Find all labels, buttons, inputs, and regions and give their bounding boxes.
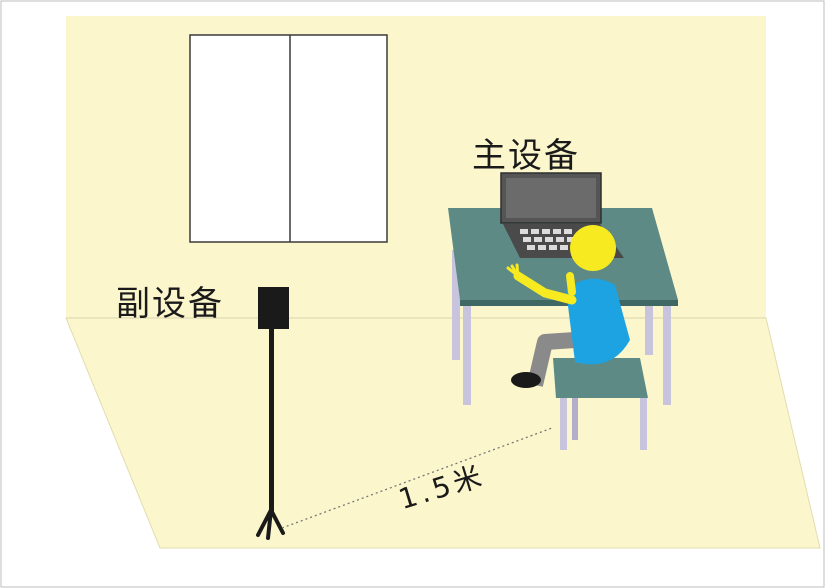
window xyxy=(189,34,388,243)
floor xyxy=(65,317,821,549)
sub-device xyxy=(258,287,289,329)
sub-device-stand xyxy=(256,287,289,540)
main-device-label: 主设备 xyxy=(472,136,580,176)
sub-device-label: 副设备 xyxy=(116,284,224,324)
person xyxy=(506,225,630,388)
chair xyxy=(553,358,648,450)
